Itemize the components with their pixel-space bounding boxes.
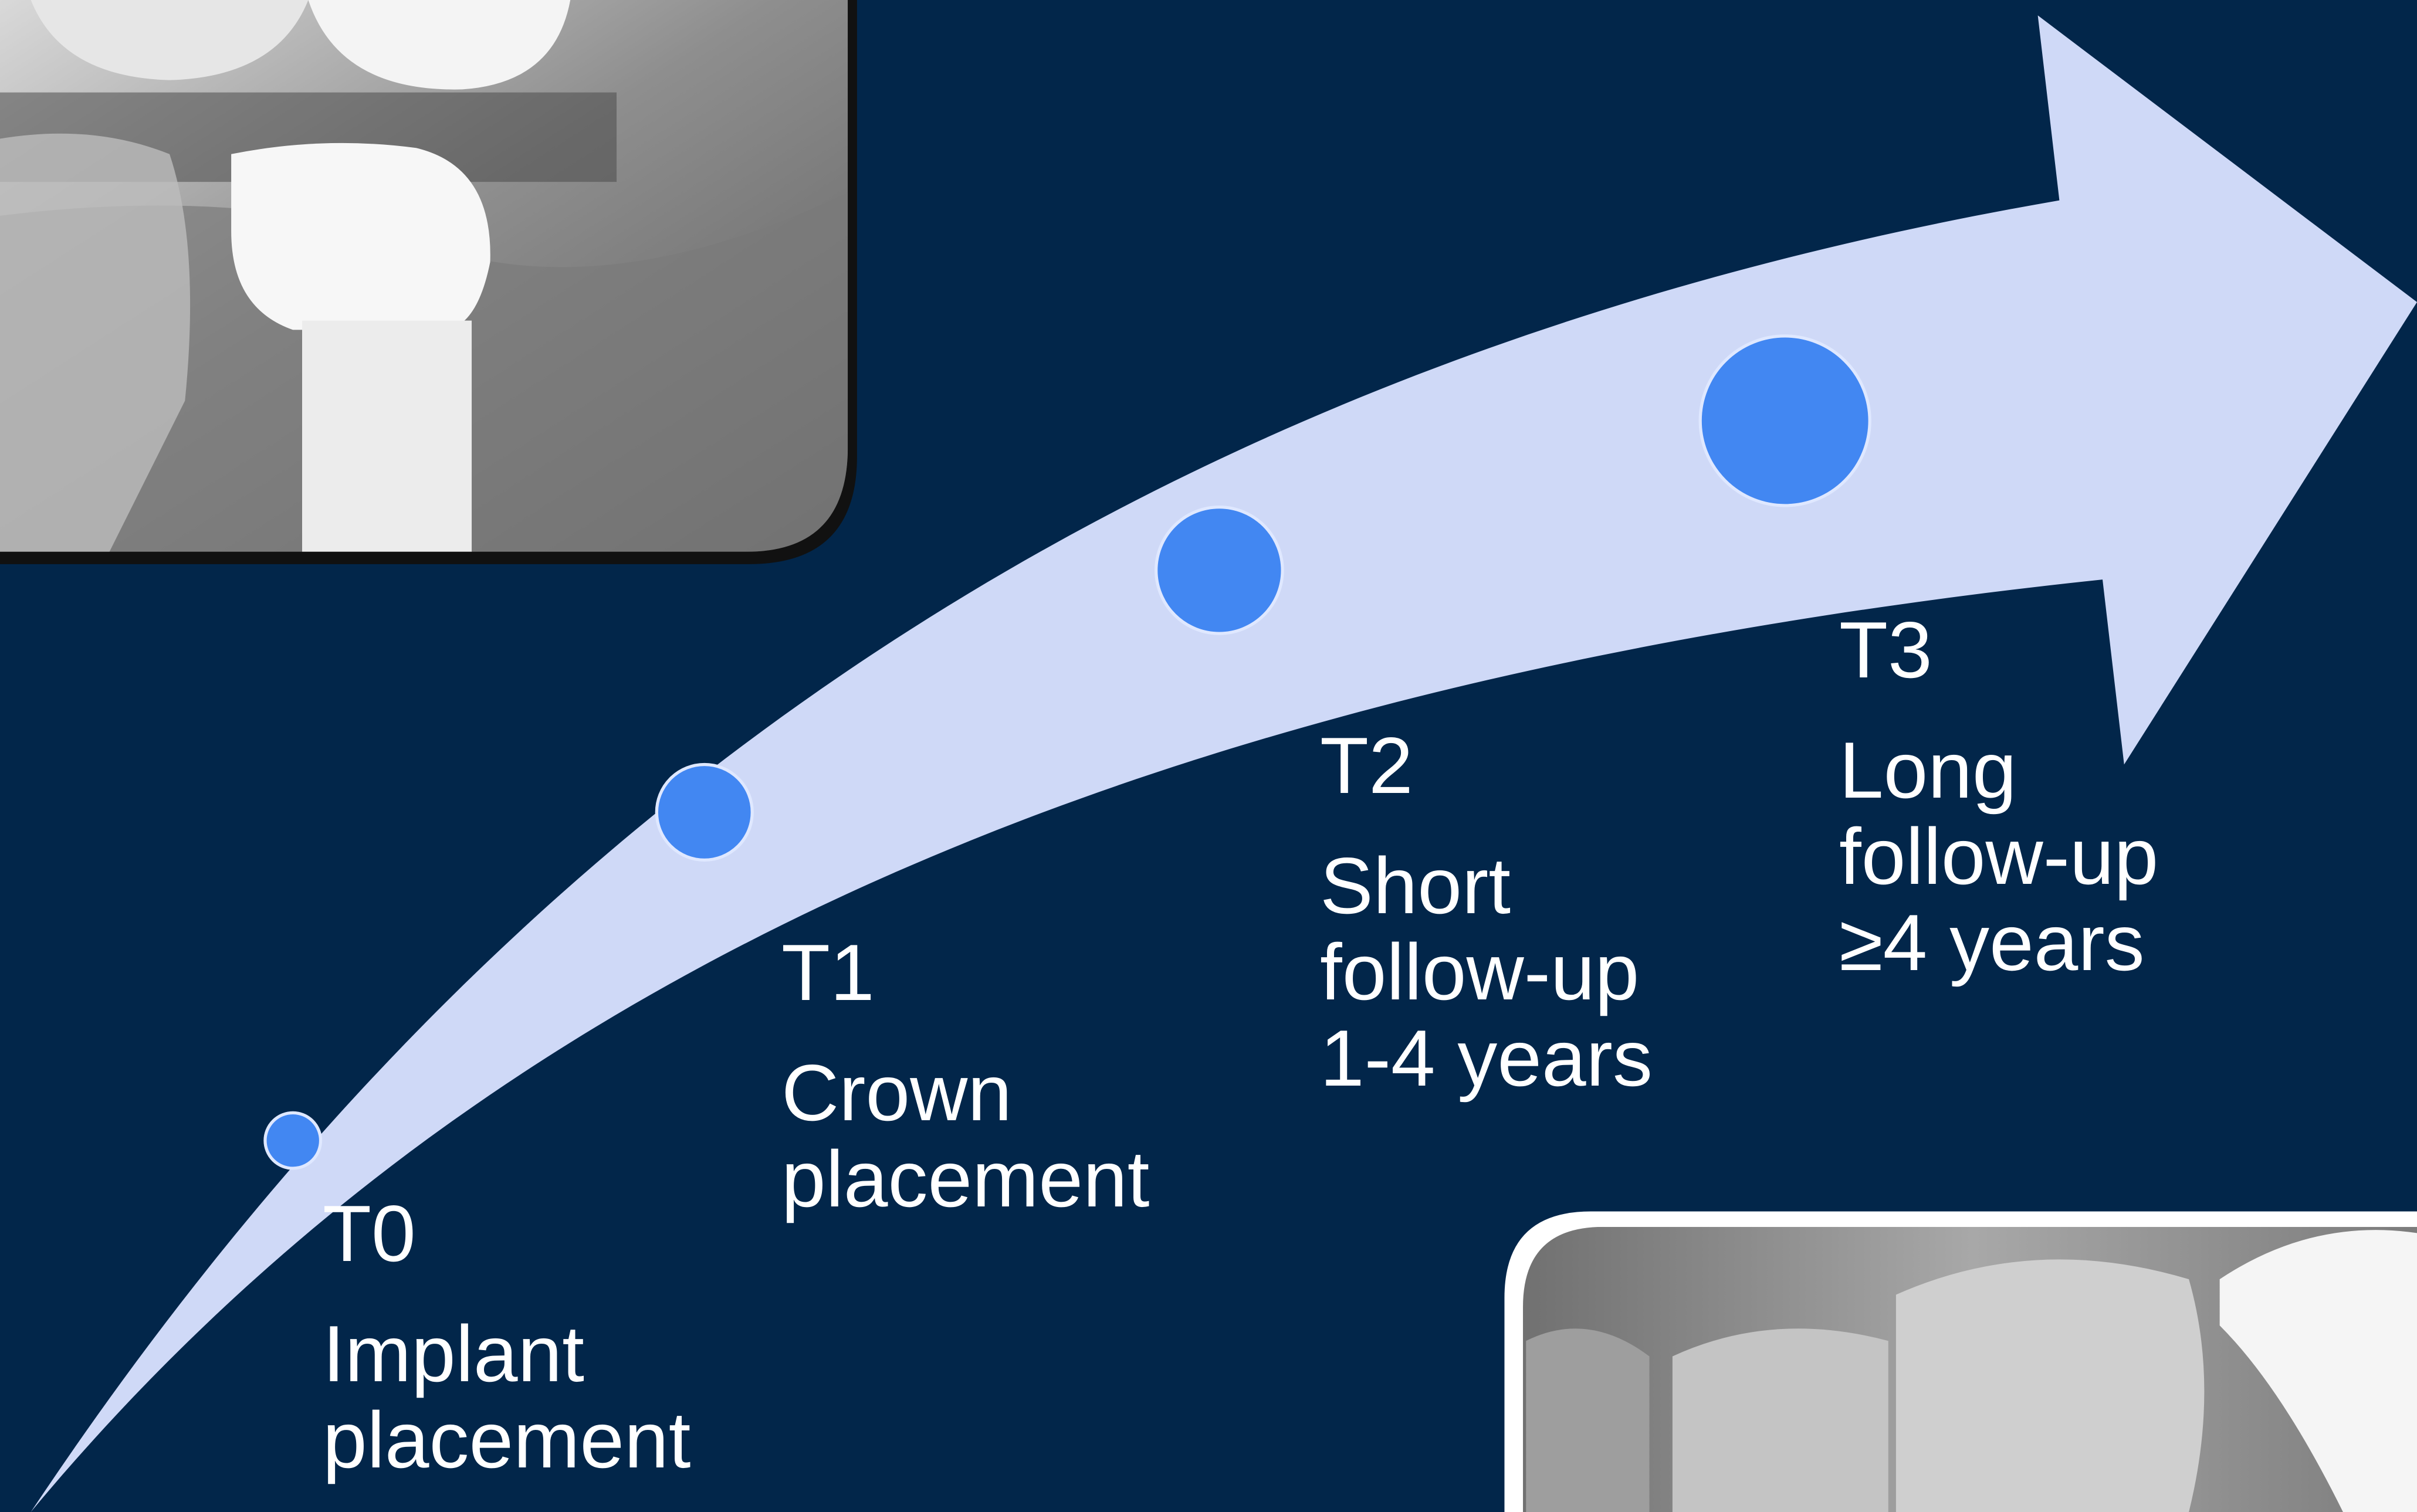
marker-t1 [656, 764, 752, 860]
stage-label-t3: T3 Long follow-up ≥4 years [1839, 607, 2158, 986]
stage-description: Long follow-up ≥4 years [1839, 727, 2158, 986]
stage-code: T3 [1839, 607, 2158, 693]
stage-code: T1 [781, 930, 1149, 1016]
marker-t2 [1156, 507, 1282, 633]
stage-label-t1: T1 Crown placement [781, 930, 1149, 1222]
stage-label-t2: T2 Short follow-up 1-4 years [1320, 723, 1653, 1101]
xray-implant-crown-image [0, 0, 863, 564]
marker-t0 [265, 1113, 321, 1168]
stage-description: Crown placement [781, 1050, 1149, 1222]
stage-code: T2 [1320, 723, 1653, 809]
stage-code: T0 [323, 1191, 690, 1277]
marker-t3 [1700, 336, 1870, 506]
stage-description: Short follow-up 1-4 years [1320, 843, 1653, 1101]
xray-teeth-image [1504, 1212, 2417, 1512]
stage-label-t0: T0 Implant placement [323, 1191, 690, 1483]
stage-description: Implant placement [323, 1311, 690, 1483]
